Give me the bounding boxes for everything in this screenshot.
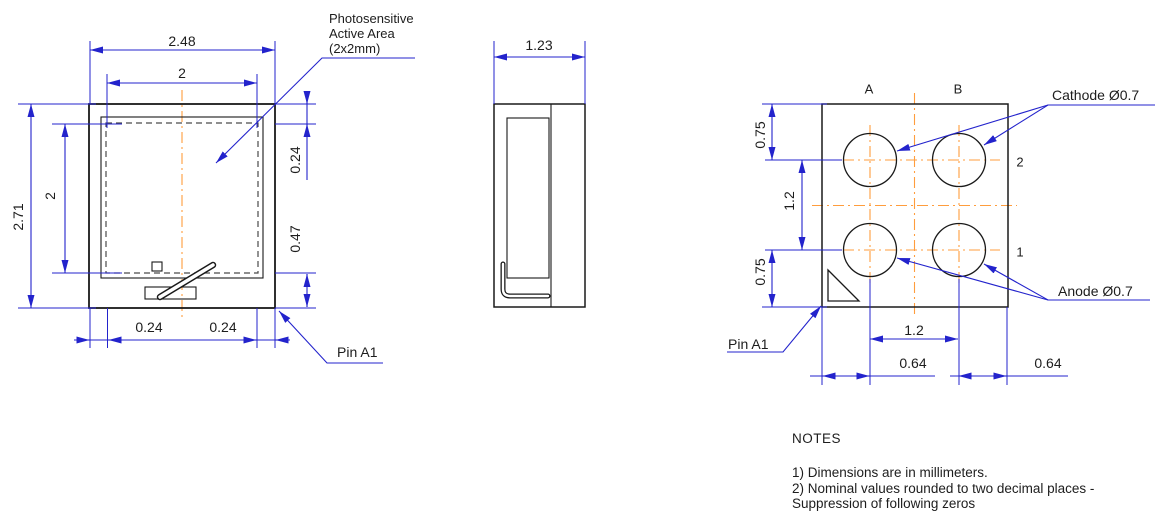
dim-pad-pitch-horizontal: 1.2 [904, 322, 924, 338]
notes-line-2: 2) Nominal values rounded to two decimal… [792, 481, 1095, 496]
callout-photosensitive-line1: Photosensitive [329, 11, 414, 26]
dim-front-gap-bottom: 0.47 [287, 225, 303, 253]
pad-column-a-label: A [864, 81, 874, 97]
cathode-pad-a2 [842, 132, 898, 188]
anode-pad-b1 [931, 222, 987, 278]
cathode-pad-b2 [931, 132, 987, 188]
notes-title: NOTES [792, 431, 842, 446]
callout-pin-a1-pad: Pin A1 [728, 336, 769, 352]
dim-front-width-outer: 2.48 [168, 33, 196, 49]
side-view-bond-wire [500, 261, 551, 299]
callout-photosensitive-line3: (2x2mm) [329, 41, 381, 56]
callout-cathode: Cathode Ø0.7 [1052, 87, 1140, 103]
dim-front-gap-right: 0.24 [209, 319, 237, 335]
callout-pin-a1-front: Pin A1 [337, 344, 378, 360]
leader-pin-a1-pad [727, 305, 822, 353]
leader-anode-a1 [896, 257, 1049, 301]
pin-a1-triangle-mark [827, 268, 861, 302]
dim-pad-margin-left: 0.64 [899, 355, 927, 371]
callout-photosensitive-area: Photosensitive Active Area (2x2mm) [329, 11, 414, 56]
anode-pad-a1 [842, 222, 898, 278]
leader-cathode-a2 [896, 104, 1049, 152]
bond-pad-square [151, 261, 163, 272]
leader-pin-a1-front [278, 310, 383, 364]
notes-line-1: 1) Dimensions are in millimeters. [792, 465, 988, 480]
dim-front-height-active: 2 [42, 192, 58, 200]
dimension-lines [27, 46, 1068, 380]
extension-lines [18, 41, 1008, 385]
pad-column-b-label: B [953, 81, 963, 97]
dim-pad-margin-bottom: 0.75 [752, 258, 768, 286]
leader-photosensitive [215, 57, 415, 164]
leader-cathode-b2 [983, 104, 1155, 146]
pad-row-1-label: 1 [1016, 244, 1024, 260]
dim-front-gap-left: 0.24 [135, 319, 163, 335]
dim-front-width-active: 2 [178, 65, 186, 81]
dim-pad-margin-right: 0.64 [1034, 355, 1062, 371]
dim-pad-margin-top: 0.75 [752, 121, 768, 149]
active-area-dashed-outline [105, 122, 259, 274]
front-view-outline [88, 103, 276, 309]
side-view-outline [493, 103, 586, 308]
dim-pad-pitch-vertical: 1.2 [781, 191, 797, 211]
pad-view-outline [821, 103, 1009, 308]
callout-anode: Anode Ø0.7 [1058, 283, 1133, 299]
pad-row-2-label: 2 [1016, 154, 1024, 170]
leader-lines [215, 57, 1155, 364]
front-view-bond-wire [156, 261, 217, 301]
notes-line-3: Suppression of following zeros [792, 496, 976, 511]
side-die-rect [506, 117, 550, 279]
dim-front-height-outer: 2.71 [10, 203, 26, 231]
dim-front-gap-top: 0.24 [287, 146, 303, 174]
callout-photosensitive-line2: Active Area [329, 26, 395, 41]
dim-side-depth: 1.23 [525, 37, 553, 53]
